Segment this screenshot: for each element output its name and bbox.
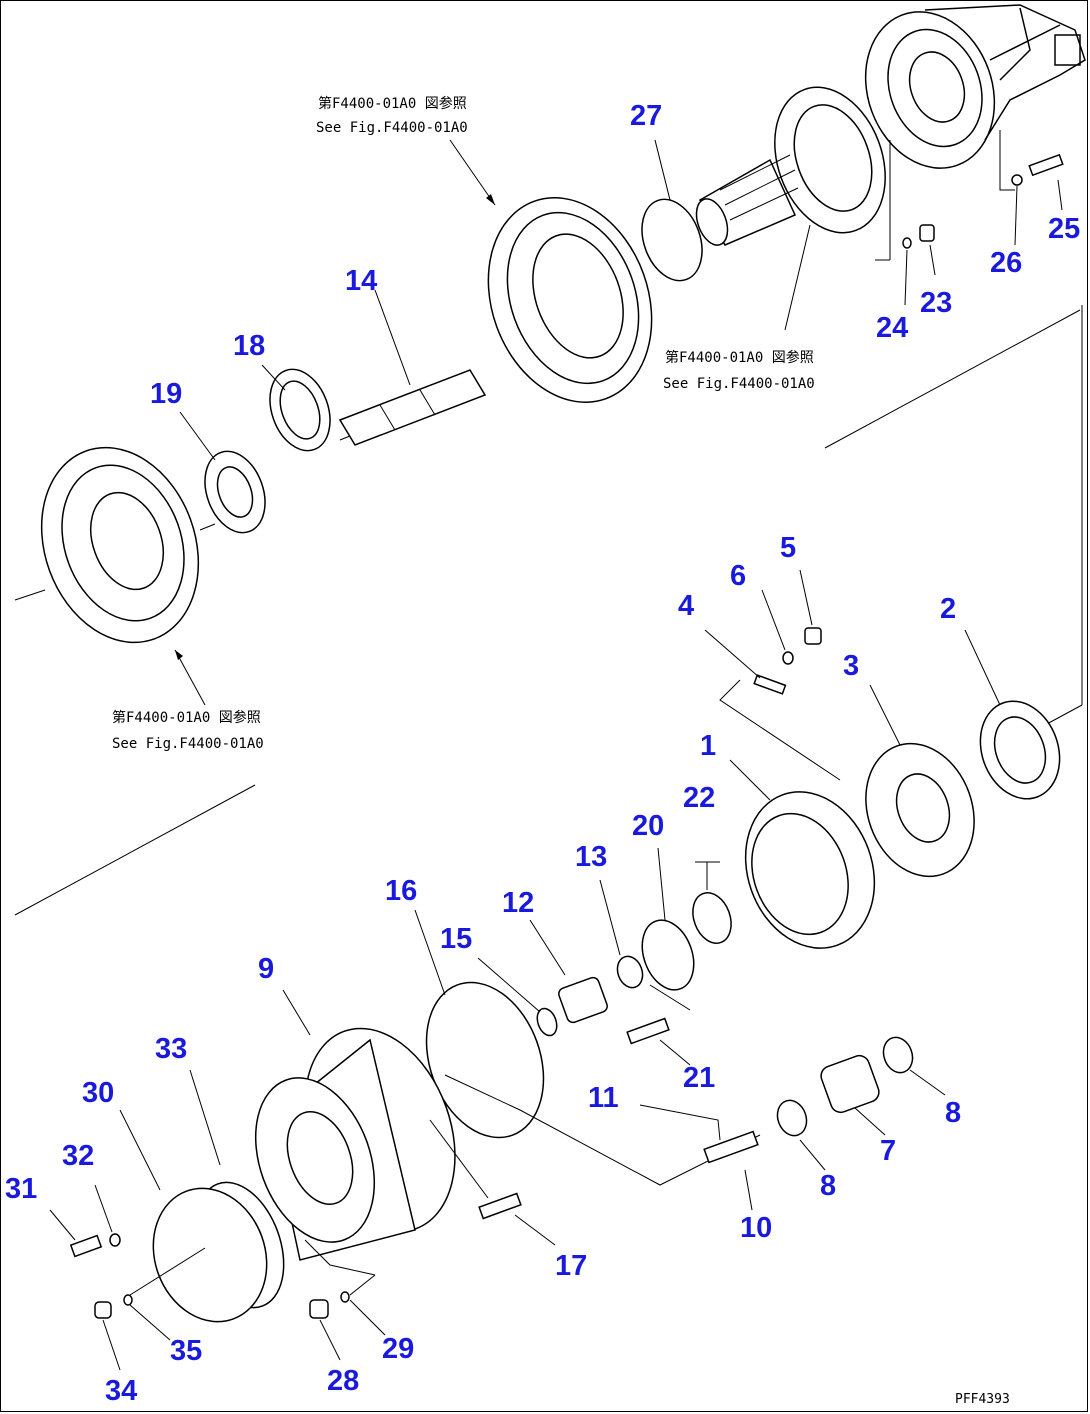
- ref-right-en: See Fig.F4400-01A0: [663, 376, 815, 392]
- part-number-19: 19: [150, 378, 182, 410]
- ref-right-jp: 第F4400-01A0 図参照: [665, 349, 814, 366]
- seal-18: [261, 364, 331, 452]
- ring-gear-1: [729, 759, 876, 949]
- spindle-flange: [695, 86, 891, 331]
- part-number-5: 5: [780, 532, 796, 564]
- washer-24: [902, 237, 912, 306]
- part-number-31: 31: [5, 1173, 37, 1205]
- o-ring-27: [641, 198, 703, 282]
- ref-left-en: See Fig.F4400-01A0: [112, 736, 264, 752]
- washer-26: [1011, 174, 1023, 246]
- bolt-21: [626, 1017, 691, 1066]
- part-number-8b: 8: [820, 1170, 836, 1202]
- center-lines: [14, 305, 1083, 916]
- part-number-11: 11: [588, 1082, 619, 1114]
- pin-10: [639, 1104, 759, 1211]
- part-number-34: 34: [105, 1375, 137, 1407]
- part-number-21: 21: [683, 1062, 715, 1094]
- carrier-3: [865, 684, 975, 878]
- part-number-23: 23: [920, 287, 952, 319]
- part-number-13: 13: [575, 841, 607, 873]
- carrier-housing-upper: [449, 139, 653, 403]
- part-number-18: 18: [233, 330, 265, 362]
- washer-32: [94, 1184, 121, 1247]
- plug-28: [309, 1299, 341, 1361]
- part-number-15: 15: [440, 923, 472, 955]
- part-number-33: 33: [155, 1033, 187, 1065]
- part-number-32: 32: [62, 1140, 94, 1172]
- part-number-25: 25: [1048, 213, 1080, 245]
- part-number-9: 9: [258, 953, 274, 985]
- part-number-16: 16: [385, 875, 417, 907]
- bearing-19: [179, 411, 266, 534]
- part-number-29: 29: [382, 1333, 414, 1365]
- bearing-2: [964, 629, 1061, 800]
- ref-left-jp: 第F4400-01A0 図参照: [112, 709, 261, 726]
- part-number-27: 27: [630, 100, 662, 132]
- shaft-14: [338, 289, 487, 446]
- part-number-17: 17: [555, 1250, 587, 1282]
- bolt-5: [799, 569, 822, 645]
- pin-4: [704, 629, 841, 781]
- part-number-1: 1: [700, 730, 716, 762]
- part-number-22: 22: [683, 782, 715, 814]
- part-number-20: 20: [632, 810, 664, 842]
- bushing-8-lower: [776, 1099, 826, 1171]
- plate-20: [641, 847, 695, 1011]
- o-ring-29: [340, 1274, 386, 1336]
- part-number-10: 10: [740, 1212, 772, 1244]
- part-number-14: 14: [345, 265, 377, 297]
- bolt-25: [1028, 153, 1064, 211]
- gear-22: [692, 861, 732, 944]
- snap-ring-15: [477, 957, 558, 1037]
- part-number-2: 2: [940, 593, 956, 625]
- part-number-12: 12: [502, 887, 534, 919]
- bushing-8-upper: [882, 1036, 946, 1096]
- spacer-13: [599, 879, 644, 989]
- drawing-code: PFF4393: [955, 1392, 1010, 1407]
- wheel-hub-left: [40, 446, 206, 706]
- part-number-26: 26: [990, 247, 1022, 279]
- part-number-4: 4: [678, 590, 694, 622]
- needle-bearing-12: [529, 919, 608, 1024]
- gear-7: [820, 1054, 886, 1136]
- part-number-24: 24: [876, 312, 908, 344]
- plug-34: [94, 1301, 121, 1371]
- bolt-17: [429, 1119, 556, 1246]
- part-number-6: 6: [730, 560, 746, 592]
- washer-6: [761, 589, 794, 665]
- part-number-28: 28: [327, 1365, 359, 1397]
- bolt-31: [49, 1209, 103, 1258]
- part-number-30: 30: [82, 1077, 114, 1109]
- ref-top-jp: 第F4400-01A0 図参照: [318, 95, 467, 112]
- part-number-35: 35: [170, 1335, 202, 1367]
- housing-9: [254, 989, 456, 1276]
- ref-top-en: See Fig.F4400-01A0: [316, 120, 468, 136]
- axle-housing: [864, 4, 1086, 191]
- part-number-8a: 8: [945, 1097, 961, 1129]
- part-number-7: 7: [880, 1135, 896, 1167]
- cover-30: [119, 1069, 285, 1323]
- o-ring-35: [123, 1247, 206, 1341]
- part-number-3: 3: [843, 650, 859, 682]
- bolt-23: [919, 224, 936, 276]
